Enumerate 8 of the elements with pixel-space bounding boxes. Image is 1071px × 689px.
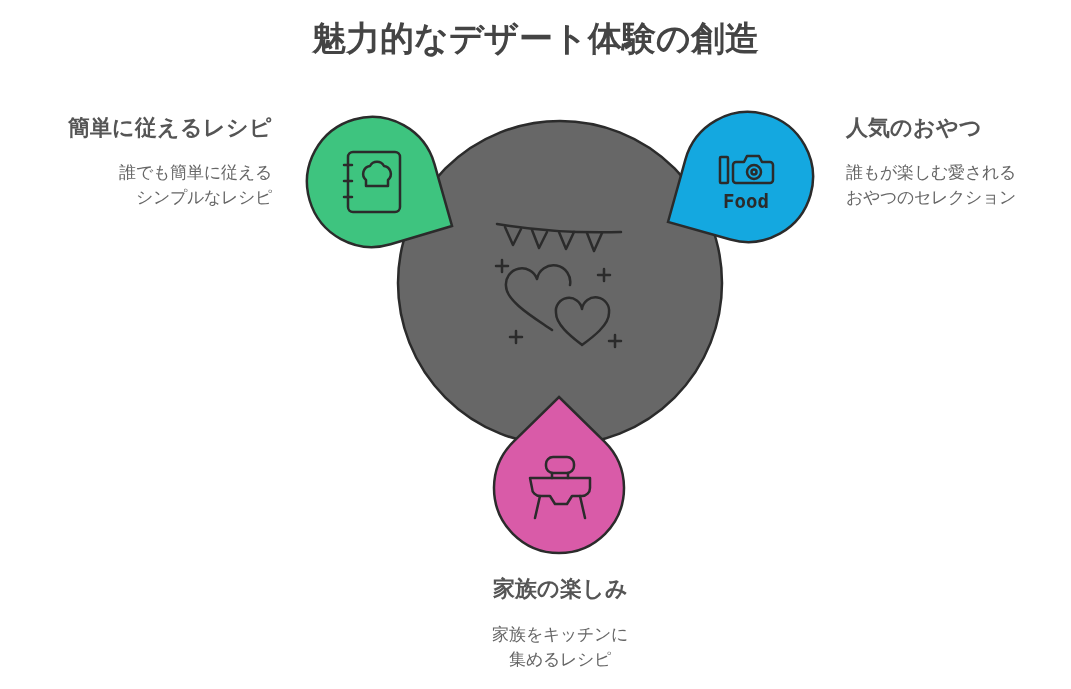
- description: 誰もが楽しむ愛されるおやつのセレクション: [846, 161, 1017, 209]
- title: 魅力的なデザート体験の創造: [312, 17, 759, 60]
- heading: 人気のおやつ: [846, 114, 982, 142]
- icon-caption: Food: [723, 189, 769, 214]
- description: 誰でも簡単に従えるシンプルなレシピ: [118, 161, 272, 209]
- heading: 簡単に従えるレシピ: [68, 114, 272, 142]
- heading: 家族の楽しみ: [492, 575, 628, 603]
- description: 家族をキッチンに集めるレシピ: [491, 623, 629, 671]
